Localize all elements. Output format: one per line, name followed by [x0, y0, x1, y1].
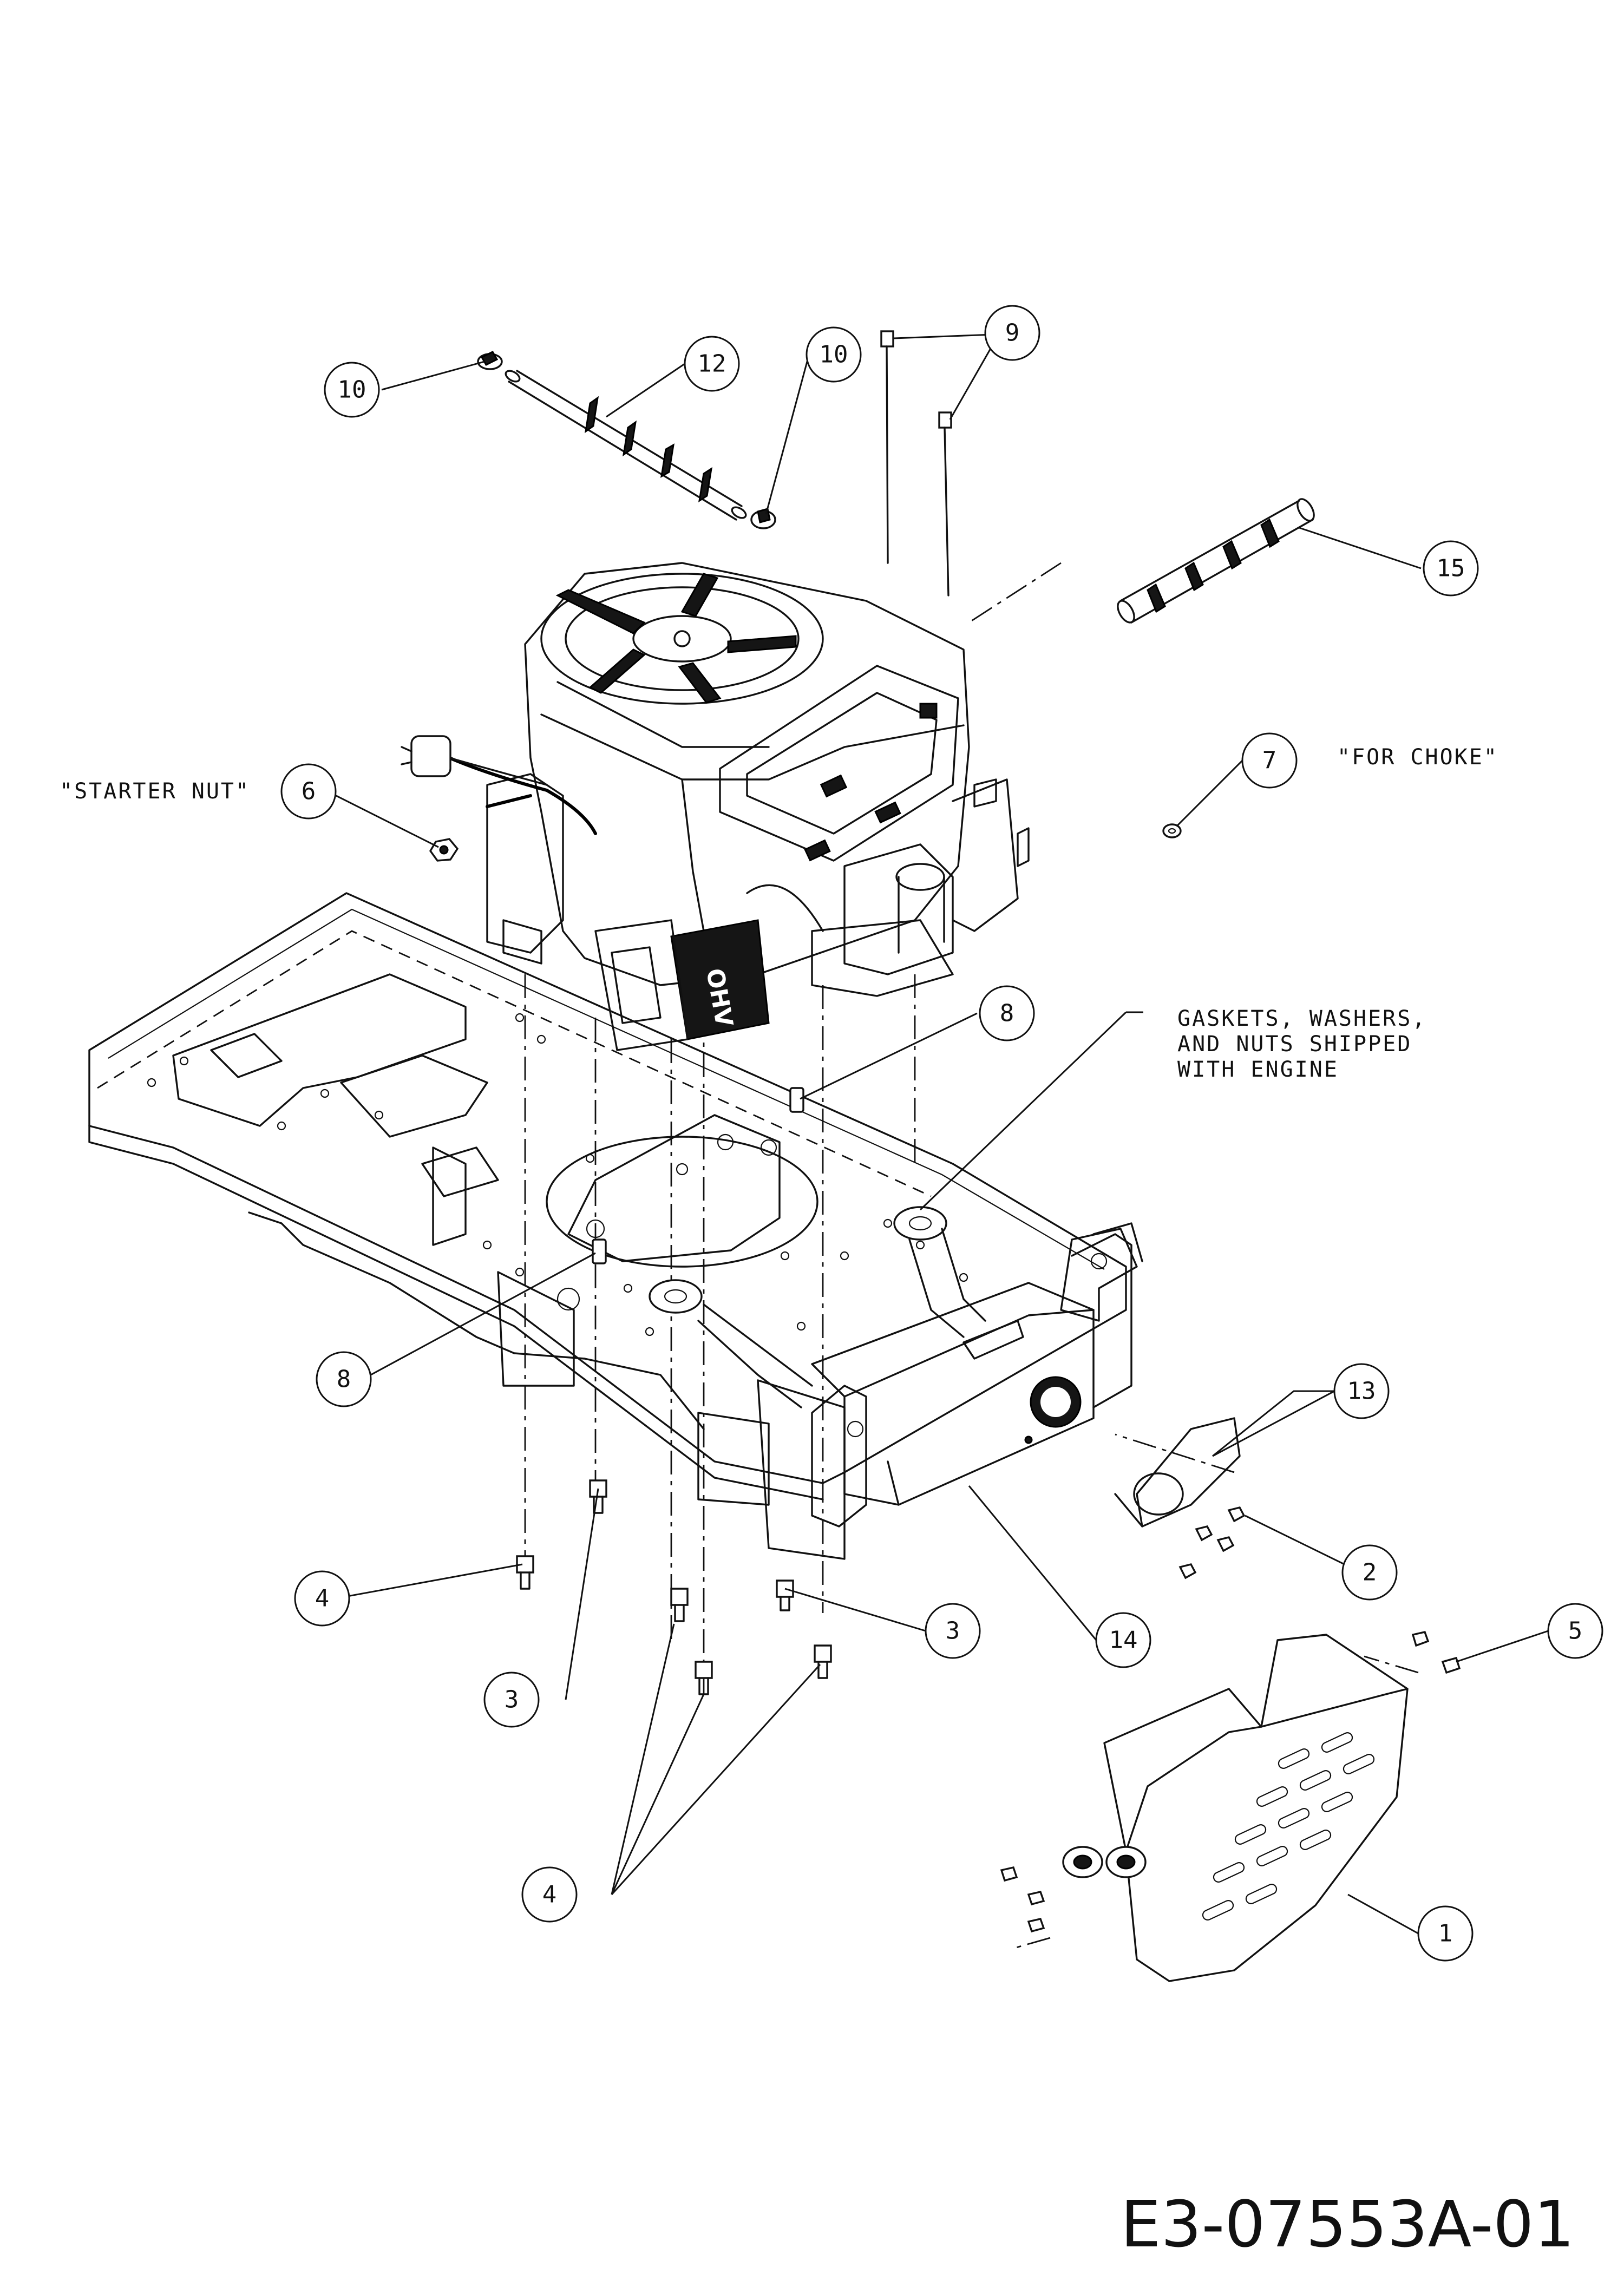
svg-text:1: 1 [1438, 1920, 1453, 1948]
note-starter-nut: "STARTER NUT" [60, 779, 250, 804]
heat-deflector [1114, 1417, 1241, 1528]
callout-1-muffler-guard: 1 [1417, 1905, 1474, 1962]
svg-text:14: 14 [1109, 1627, 1138, 1654]
svg-text:6: 6 [302, 778, 316, 805]
callout-12-hose: 12 [684, 336, 740, 392]
svg-text:8: 8 [1000, 1000, 1014, 1027]
callout-8-stud-lower: 8 [316, 1351, 372, 1407]
engine: OHV [401, 562, 1030, 1051]
callout-10-clamp-right: 10 [806, 326, 862, 383]
chassis-frame [88, 892, 1143, 1560]
starter-nut [429, 838, 459, 862]
muffler-bolt [1178, 1506, 1246, 1579]
callout-15-fuel-hose: 15 [1423, 540, 1479, 597]
callout-6-starter-nut: 6 [280, 763, 337, 820]
svg-text:5: 5 [1568, 1617, 1583, 1645]
guard-screw [1000, 1631, 1461, 1933]
stud [592, 1087, 804, 1264]
callout-10-clamp-left: 10 [324, 362, 380, 418]
hose [505, 370, 747, 521]
svg-text:9: 9 [1005, 319, 1020, 347]
muffler-guard [1062, 1634, 1409, 1982]
svg-text:7: 7 [1262, 747, 1277, 775]
choke-washer [1162, 823, 1182, 838]
svg-text:3: 3 [946, 1617, 960, 1645]
muffler [649, 1206, 1132, 1528]
cable-tie [880, 330, 952, 597]
note-gaskets-line-1: GASKETS, WASHERS, [1177, 1006, 1426, 1031]
svg-text:8: 8 [337, 1366, 351, 1393]
svg-text:4: 4 [542, 1881, 557, 1909]
svg-text:13: 13 [1347, 1378, 1376, 1405]
drawing-number: E3-07553A-01 [1121, 2187, 1574, 2262]
callout-7-choke-washer: 7 [1241, 732, 1298, 789]
callout-4-bolt-group: 4 [521, 1866, 578, 1923]
svg-text:12: 12 [698, 350, 726, 378]
note-gaskets: GASKETS, WASHERS, AND NUTS SHIPPED WITH … [1177, 1006, 1426, 1082]
svg-text:15: 15 [1437, 555, 1465, 582]
leader-lines [327, 333, 1549, 1935]
svg-text:4: 4 [315, 1585, 330, 1613]
hose-clamp [477, 351, 776, 529]
callout-8-stud-upper: 8 [979, 985, 1035, 1041]
callout-2-muffler-bolt: 2 [1341, 1544, 1398, 1601]
callout-4-bolt-left: 4 [294, 1570, 350, 1627]
svg-text:10: 10 [820, 341, 848, 369]
note-for-choke: "FOR CHOKE" [1337, 745, 1498, 770]
callout-5-guard-screw: 5 [1547, 1603, 1603, 1659]
fuel-hose [1117, 498, 1315, 624]
svg-text:3: 3 [505, 1686, 519, 1714]
note-gaskets-line-2: AND NUTS SHIPPED [1177, 1032, 1412, 1057]
muffler-outlet [1030, 1376, 1082, 1428]
svg-text:10: 10 [338, 376, 366, 404]
note-gaskets-line-3: WITH ENGINE [1177, 1057, 1339, 1082]
svg-text:2: 2 [1363, 1559, 1377, 1587]
callout-14-muffler: 14 [1095, 1612, 1151, 1668]
callout-9-cable-tie: 9 [984, 305, 1040, 361]
engine-mount-bolt [516, 1479, 832, 1695]
callout-3-bolt-right: 3 [925, 1603, 981, 1659]
callout-13-heat-deflector: 13 [1333, 1363, 1390, 1419]
callout-3-bolt-left: 3 [483, 1672, 540, 1728]
